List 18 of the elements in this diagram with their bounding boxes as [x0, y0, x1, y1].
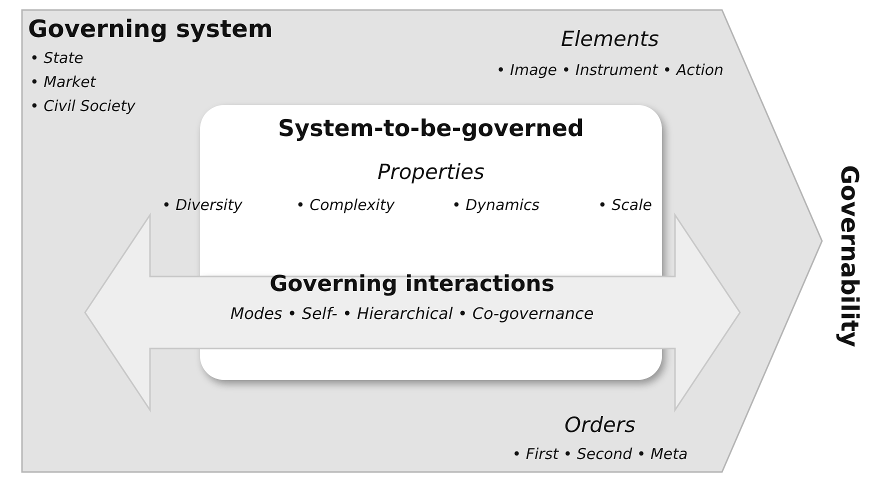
heading: System-to-be-governed	[278, 117, 584, 142]
bullet-list: • Image • Instrument • Action	[496, 62, 724, 78]
bullet-item: • Complexity	[296, 197, 395, 214]
bullet-item: • Dynamics	[452, 197, 540, 214]
bullet-item: • State	[30, 50, 84, 66]
subheading: Orders	[564, 414, 636, 438]
bullet-item: • Diversity	[162, 197, 242, 214]
heading: Governing interactions	[270, 273, 554, 298]
side-label: Governability	[836, 165, 862, 348]
bullet-list: Modes • Self- • Hierarchical • Co-governance	[230, 305, 594, 323]
bullet-list: • First • Second • Meta	[512, 446, 688, 462]
chevron-panel	[22, 10, 822, 472]
bullet-item: • Scale	[598, 197, 652, 214]
subheading: Elements	[561, 28, 659, 52]
bullet-item: • Civil Society	[30, 98, 136, 114]
heading: Governing system	[28, 16, 273, 42]
subheading: Properties	[378, 161, 484, 184]
bullet-item: • Market	[30, 74, 96, 90]
